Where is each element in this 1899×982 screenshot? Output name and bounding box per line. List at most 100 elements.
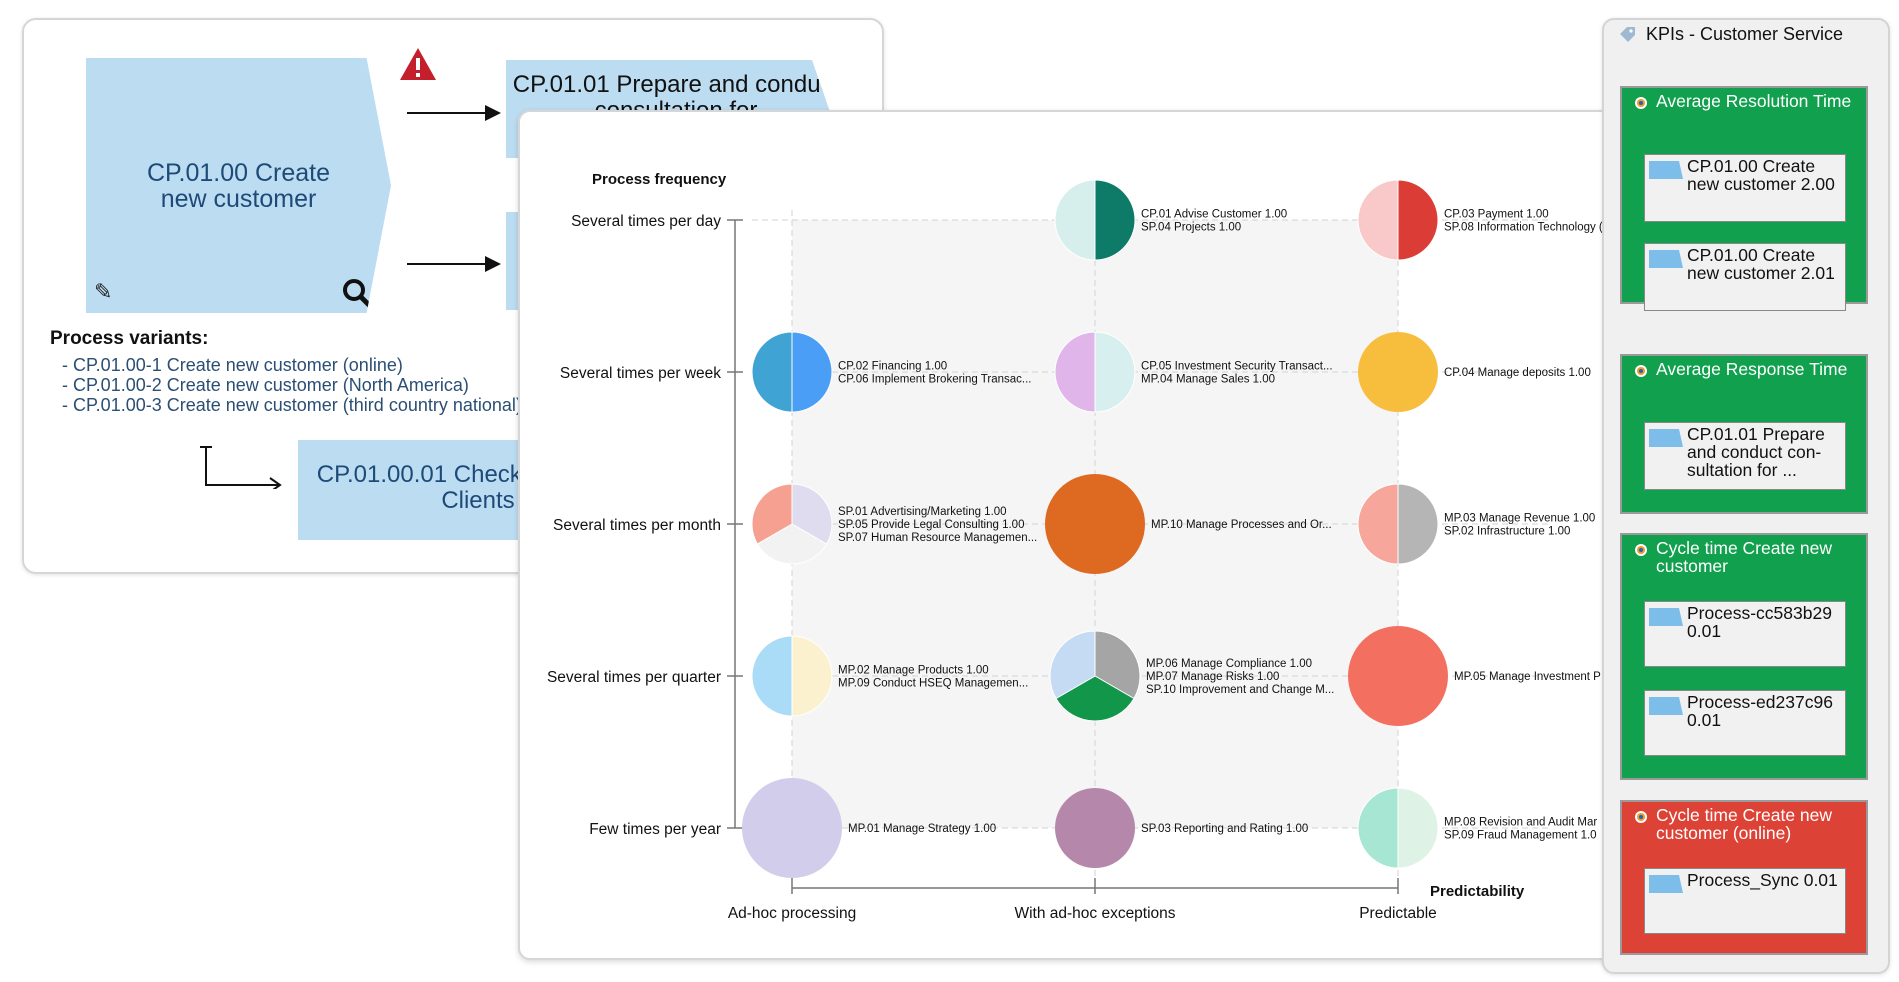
bubble-label: MP.05 Manage Investment P <box>1454 671 1601 683</box>
bubble-label: SP.07 Human Resource Managemen... <box>838 532 1037 544</box>
bubble-label: SP.01 Advertising/Marketing 1.00 <box>838 506 1007 518</box>
pie-bubble <box>1045 474 1145 574</box>
process-flag-icon <box>1649 429 1683 447</box>
bubble-label: SP.10 Improvement and Change M... <box>1146 684 1334 696</box>
pie-slice <box>1348 626 1448 726</box>
x-tick-label: With ad-hoc exceptions <box>1014 905 1175 922</box>
process-flag-icon <box>1649 697 1683 715</box>
kpi-card[interactable]: Cycle time Create new customer (online) … <box>1620 800 1868 955</box>
x-tick-label: Ad-hoc processing <box>728 905 856 922</box>
pie-slice <box>1397 787 1439 869</box>
kpi-item-label: Process-ed237c96 0.01 <box>1687 692 1833 730</box>
variants-title: Process variants: <box>50 328 209 349</box>
pie-bubble <box>751 331 833 413</box>
pie-slice <box>791 483 833 545</box>
variant-item[interactable]: - CP.01.00-1 Create new customer (online… <box>62 355 403 375</box>
bubble-label: CP.01 Advise Customer 1.00 <box>1141 209 1287 221</box>
kpi-process-item[interactable]: Process_Sync 0.01 <box>1644 868 1846 934</box>
y-tick-label: Several times per week <box>560 365 721 382</box>
target-icon <box>1635 97 1647 109</box>
kpi-process-item[interactable]: CP.01.00 Create new customer 2.00 <box>1644 154 1846 222</box>
process-flag-icon <box>1649 250 1683 268</box>
flow-arrow <box>407 105 501 121</box>
variant-item[interactable]: - CP.01.00-2 Create new customer (North … <box>62 375 469 395</box>
pie-slice <box>1094 331 1136 413</box>
bubble-label: MP.10 Manage Processes and Or... <box>1151 519 1332 531</box>
kpi-process-item[interactable]: CP.01.01 Prepare and conduct con-sultati… <box>1644 422 1846 490</box>
pie-slice <box>1358 332 1438 412</box>
pie-slice <box>1054 179 1096 261</box>
pencil-icon[interactable]: ✎ <box>94 279 113 304</box>
bubble-label: MP.07 Manage Risks 1.00 <box>1146 671 1279 683</box>
bubble-label: CP.03 Payment 1.00 <box>1444 209 1549 221</box>
pie-bubble <box>751 483 833 565</box>
bubble-label: MP.04 Manage Sales 1.00 <box>1141 374 1275 386</box>
bubble-label: CP.05 Investment Security Transact... <box>1141 361 1333 373</box>
pie-bubble <box>1357 179 1439 261</box>
variant-item[interactable]: - CP.01.00-3 Create new customer (third … <box>62 395 522 415</box>
warning-icon <box>400 48 436 80</box>
kpi-item-label: CP.01.01 Prepare and conduct con-sultati… <box>1687 424 1825 480</box>
kpi-process-item[interactable]: Process-ed237c96 0.01 <box>1644 690 1846 756</box>
target-icon <box>1635 544 1647 556</box>
kpi-item-label: Process_Sync 0.01 <box>1687 870 1838 890</box>
bubble-label: CP.02 Financing 1.00 <box>838 361 947 373</box>
pie-slice <box>1357 787 1399 869</box>
search-icon[interactable] <box>341 277 375 311</box>
kpi-process-item[interactable]: CP.01.00 Create new customer 2.01 <box>1644 243 1846 311</box>
bubble-label: SP.04 Projects 1.00 <box>1141 222 1241 234</box>
kpi-card[interactable]: Average Response Time CP.01.01 Prepare a… <box>1620 354 1868 514</box>
pie-slice <box>1397 483 1439 565</box>
bubble-label: SP.09 Fraud Management 1.0 <box>1444 830 1597 842</box>
kpi-name: Average Resolution Time <box>1656 91 1852 111</box>
bubble-label: MP.06 Manage Compliance 1.00 <box>1146 658 1312 670</box>
kpi-card[interactable]: Cycle time Create new customer Process-c… <box>1620 533 1868 780</box>
kpi-panel-header: KPIs - Customer Service <box>1618 24 1843 45</box>
pie-slice <box>791 331 833 413</box>
y-axis-label: Process frequency <box>592 171 727 188</box>
kpi-item-label: CP.01.00 Create new customer 2.01 <box>1687 245 1835 283</box>
kpi-name: Cycle time Create new customer (online) <box>1656 805 1833 843</box>
x-axis-label: Predictability <box>1430 883 1525 900</box>
pie-slice <box>751 483 793 545</box>
bubble-label: SP.08 Information Technology (IT) <box>1444 222 1617 234</box>
process-flag-icon <box>1649 161 1683 179</box>
pie-slice <box>1094 179 1136 261</box>
flow-arrow <box>407 256 501 272</box>
target-icon <box>1635 811 1647 823</box>
kpi-item-label: CP.01.00 Create new customer 2.00 <box>1687 156 1835 194</box>
main-process-box[interactable]: CP.01.00 Create new customer ✎ <box>86 58 391 313</box>
y-tick-label: Few times per year <box>589 821 721 838</box>
kpi-item-label: Process-cc583b29 0.01 <box>1687 603 1832 641</box>
pie-bubble <box>742 778 842 878</box>
connector-arrow <box>200 446 282 489</box>
kpi-panel-title: KPIs - Customer Service <box>1646 24 1844 44</box>
pie-slice <box>742 778 842 878</box>
pie-slice <box>751 331 793 413</box>
pie-slice <box>1049 630 1096 700</box>
bubble-label: MP.01 Manage Strategy 1.00 <box>848 823 996 835</box>
bubble-label: MP.03 Manage Revenue 1.00 <box>1444 513 1595 525</box>
pie-bubble <box>1054 179 1136 261</box>
bubble-label: SP.05 Provide Legal Consulting 1.00 <box>838 519 1024 531</box>
kpi-panel: KPIs - Customer Service Average Resoluti… <box>1602 18 1890 974</box>
process-flag-icon <box>1649 875 1683 893</box>
tag-icon <box>1620 26 1635 42</box>
bubble-label: SP.02 Infrastructure 1.00 <box>1444 526 1570 538</box>
bubble-label: MP.02 Manage Products 1.00 <box>838 665 989 677</box>
kpi-process-item[interactable]: Process-cc583b29 0.01 <box>1644 601 1846 667</box>
pie-bubble <box>1055 788 1135 868</box>
bubble-label: MP.09 Conduct HSEQ Managemen... <box>838 678 1028 690</box>
kpi-card[interactable]: Average Resolution Time CP.01.00 Create … <box>1620 86 1868 311</box>
y-tick-label: Several times per quarter <box>547 669 721 686</box>
pie-slice <box>1397 179 1439 261</box>
pie-slice <box>1357 483 1399 565</box>
pie-slice <box>1357 179 1399 261</box>
pie-slice <box>1055 675 1135 722</box>
pie-bubble <box>1054 331 1136 413</box>
pie-slice <box>1094 630 1141 700</box>
pie-slice <box>1055 788 1135 868</box>
pie-slice <box>1054 331 1096 413</box>
